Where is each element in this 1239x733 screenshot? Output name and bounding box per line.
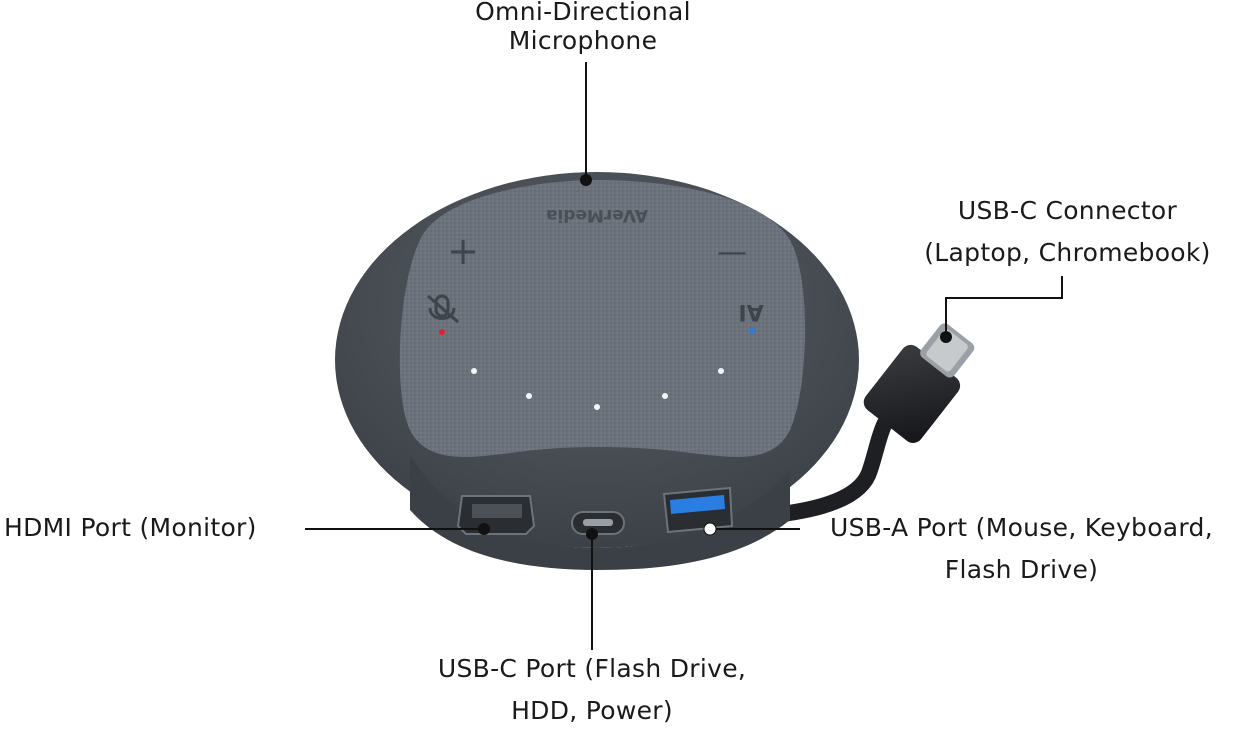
mute-mic-icon[interactable] (427, 294, 459, 335)
label-line: Microphone (508, 26, 658, 55)
label-omni-directional-microphone: Omni-Directional Microphone (383, 0, 783, 55)
leader-microphone (580, 62, 592, 186)
label-hdmi-port: HDMI Port (Monitor) (4, 507, 257, 549)
led-dot (471, 368, 477, 374)
label-line: HDD, Power) (511, 696, 673, 725)
leader-usb-c-port (586, 528, 598, 650)
hdmi-port (456, 495, 536, 535)
device-front-edge (410, 455, 790, 570)
brand-logo: AVerMedia (546, 205, 648, 225)
led-indicator-row (471, 368, 724, 410)
led-dot (662, 393, 668, 399)
ai-indicator-dot (749, 328, 755, 334)
label-line: USB-C Connector (957, 196, 1178, 225)
label-line: (Laptop, Chromebook) (924, 238, 1211, 267)
label-usb-a-port: USB-A Port (Mouse, Keyboard, Flash Drive… (804, 507, 1239, 591)
label-usb-c-connector: USB-C Connector (Laptop, Chromebook) (900, 190, 1235, 274)
label-line: USB-A Port (Mouse, Keyboard, (830, 513, 1213, 542)
label-line: USB-C Port (Flash Drive, (437, 654, 747, 683)
label-line: Flash Drive) (944, 555, 1099, 584)
mute-indicator-dot (439, 329, 445, 335)
fabric-top (399, 180, 806, 457)
usb-c-connector-plug (863, 323, 975, 443)
led-dot (718, 368, 724, 374)
leader-usb-a (703, 522, 800, 536)
led-dot (526, 393, 532, 399)
usb-c-port (571, 511, 625, 535)
volume-down-icon[interactable]: — (717, 235, 747, 270)
label-usb-c-port: USB-C Port (Flash Drive, HDD, Power) (392, 648, 792, 732)
usb-a-port (662, 486, 734, 534)
label-line: Omni-Directional (475, 0, 691, 26)
leader-usb-c-connector (940, 276, 1063, 343)
ai-noise-reduction-icon[interactable]: AI (738, 299, 764, 334)
leader-hdmi (305, 523, 490, 535)
volume-up-icon[interactable]: + (447, 229, 479, 273)
ai-symbol: AI (738, 299, 763, 324)
led-dot (594, 404, 600, 410)
label-line: HDMI Port (Monitor) (4, 513, 257, 542)
